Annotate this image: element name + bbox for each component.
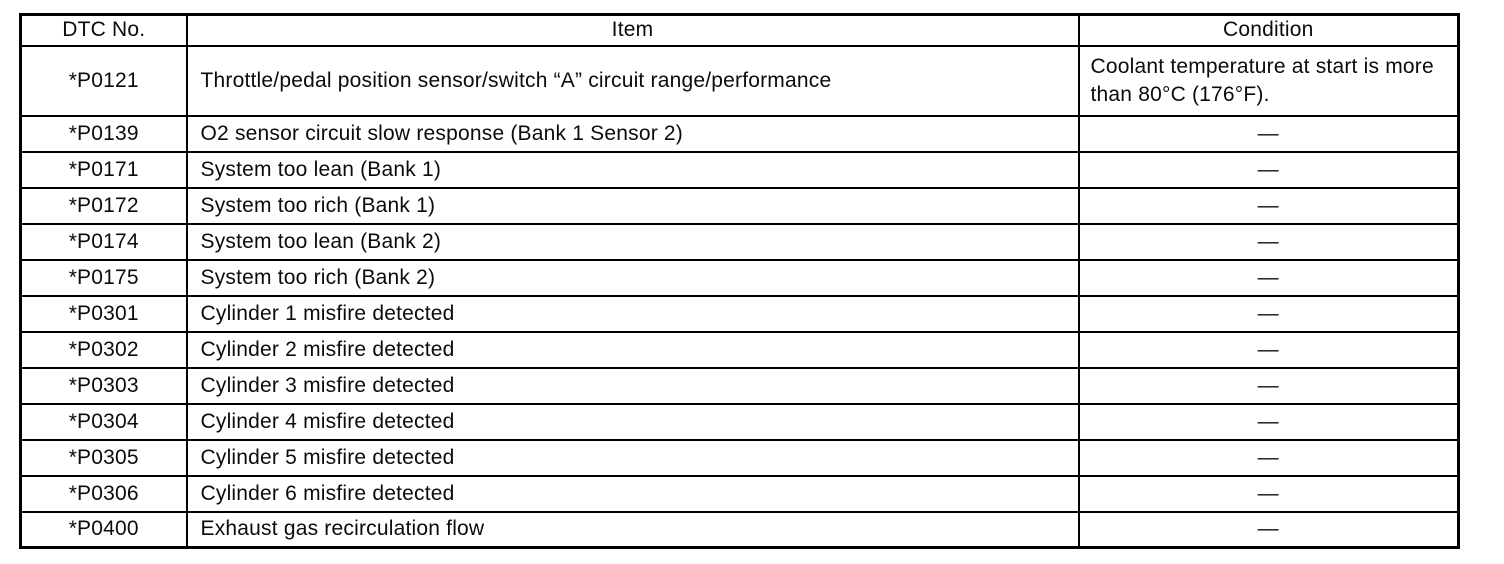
dtc-code: *P0174: [19, 222, 188, 261]
condition-text: Coolant temperature at start is more tha…: [1077, 44, 1460, 117]
header-dtc-no: DTC No.: [19, 13, 188, 47]
item-text: Cylinder 1 misfire detected: [185, 294, 1080, 333]
item-text: Cylinder 4 misfire detected: [185, 402, 1080, 441]
dtc-code: *P0400: [19, 510, 188, 549]
item-text: System too lean (Bank 2): [185, 222, 1080, 261]
dtc-code: *P0306: [19, 474, 188, 513]
item-text: Exhaust gas recirculation flow: [185, 510, 1080, 549]
dtc-code: *P0302: [19, 330, 188, 369]
dtc-code: *P0304: [19, 402, 188, 441]
dtc-code: *P0121: [19, 44, 188, 117]
item-text: System too rich (Bank 2): [185, 258, 1080, 297]
dtc-code: *P0171: [19, 150, 188, 189]
item-text: Cylinder 3 misfire detected: [185, 366, 1080, 405]
header-condition: Condition: [1077, 13, 1460, 47]
item-text: Throttle/pedal position sensor/switch “A…: [185, 44, 1080, 117]
item-text: Cylinder 2 misfire detected: [185, 330, 1080, 369]
item-text: O2 sensor circuit slow response (Bank 1 …: [185, 114, 1080, 153]
condition-text: —: [1077, 474, 1460, 513]
dtc-code: *P0172: [19, 186, 188, 225]
condition-text: —: [1077, 510, 1460, 549]
dtc-code: *P0139: [19, 114, 188, 153]
condition-text: —: [1077, 402, 1460, 441]
condition-text: —: [1077, 258, 1460, 297]
item-text: Cylinder 5 misfire detected: [185, 438, 1080, 477]
header-row: DTC No. Item Condition: [19, 13, 1460, 47]
condition-text: —: [1077, 330, 1460, 369]
item-text: System too lean (Bank 1): [185, 150, 1080, 189]
condition-text: —: [1077, 186, 1460, 225]
condition-text: —: [1077, 150, 1460, 189]
condition-text: —: [1077, 222, 1460, 261]
header-item: Item: [185, 13, 1080, 47]
condition-text: —: [1077, 366, 1460, 405]
dtc-code: *P0305: [19, 438, 188, 477]
condition-text: —: [1077, 438, 1460, 477]
condition-text: —: [1077, 114, 1460, 153]
dtc-code: *P0303: [19, 366, 188, 405]
condition-text: —: [1077, 294, 1460, 333]
item-text: System too rich (Bank 1): [185, 186, 1080, 225]
dtc-code: *P0175: [19, 258, 188, 297]
item-text: Cylinder 6 misfire detected: [185, 474, 1080, 513]
dtc-code: *P0301: [19, 294, 188, 333]
